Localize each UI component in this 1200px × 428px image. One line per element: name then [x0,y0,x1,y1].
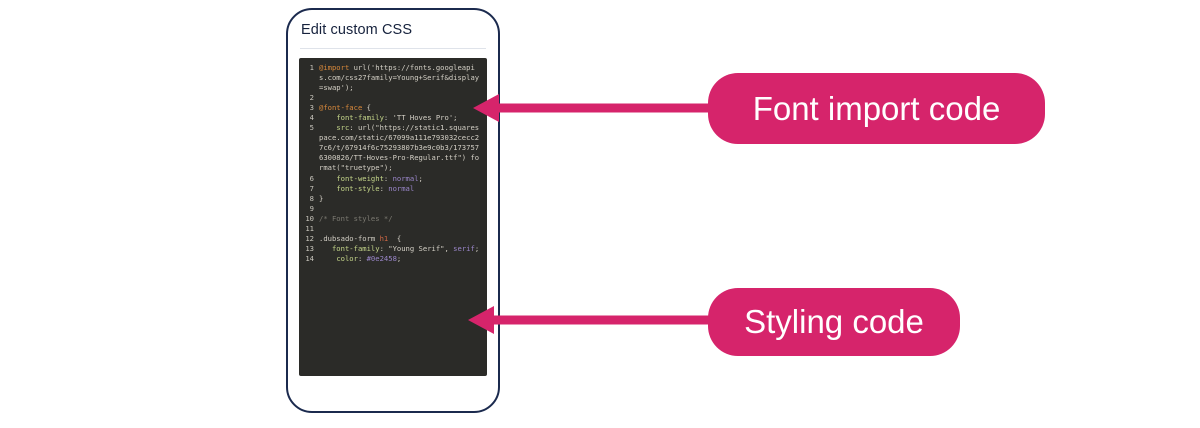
code-token-punct: ; [396,253,402,263]
callout-styling-code: Styling code [708,288,960,356]
callout-font-import-label: Font import code [752,89,1001,127]
code-token-elem: h1 [379,233,389,243]
code-line-text: color: #0e2458; [319,254,487,264]
code-line-text: @font-face { [319,103,487,113]
code-token-prop: font-family [319,243,380,253]
callout-styling-label: Styling code [744,303,924,340]
code-line-text: font-style: normal [319,184,487,194]
code-line: 6 font-weight: normal; [299,174,487,184]
code-line-number: 8 [309,193,314,203]
code-line-number: 9 [309,203,314,213]
code-line-number: 3 [309,103,314,113]
code-line-number: 1 [309,63,314,72]
code-line-text: /* Font styles */ [319,214,487,224]
code-line: 7 font-style: normal [299,184,487,194]
code-line: 11 [299,224,487,234]
code-token-value: normal [388,183,415,193]
code-line-text: @import url('https://fonts.googleapis.co… [319,63,487,93]
code-token-string: : 'TT Hoves Pro'; [383,113,458,123]
code-token-string: : url("https://static1.squarespace.com/s… [319,123,480,173]
arrow-styling-icon [468,306,713,334]
code-token-value: serif [453,243,475,253]
code-line: 3 @font-face { [299,103,487,113]
code-token-prop: src [319,123,350,133]
css-code-editor[interactable]: 1 @import url('https://fonts.googleapis.c… [299,58,487,376]
code-line-number: 13 [305,243,314,253]
code-token-prop: font-weight [319,173,384,183]
code-line: 13 font-family: "Young Serif", serif; [299,244,487,254]
code-line-number: 14 [305,253,314,263]
code-token-comment: /* Font styles */ [319,213,393,223]
arrow-font-import-icon [473,94,713,122]
code-token-punct: ; [474,243,480,253]
code-line-text: font-family: "Young Serif", serif; [319,244,487,254]
code-token-value: #0e2458 [366,253,397,263]
code-line-number: 7 [309,183,314,193]
phone-screen: Edit custom CSS 1 @import url('https://fo… [288,10,498,411]
code-line-number: 2 [309,93,314,103]
code-token-selector: .dubsado-form [319,233,380,243]
code-token-prop: font-family [319,113,384,123]
code-token-punct: } [319,193,324,203]
code-token-punct: { [388,233,402,243]
code-line-text: font-weight: normal; [319,174,487,184]
code-line: 1 @import url('https://fonts.googleapis.c… [299,63,487,93]
code-token-prop: color [319,253,358,263]
code-line-number: 5 [309,123,314,133]
code-token-punct: : [383,173,393,183]
code-token-punct: ; [418,173,423,183]
code-line-text: .dubsado-form h1 { [319,234,487,244]
code-line: 10 /* Font styles */ [299,214,487,224]
code-line-number: 11 [305,223,314,233]
code-line: 4 font-family: 'TT Hoves Pro'; [299,113,487,123]
phone-mockup-frame: Edit custom CSS 1 @import url('https://fo… [286,8,500,413]
code-line-number: 12 [305,233,314,243]
code-token-punct: { [362,103,371,113]
code-line-number: 10 [305,213,314,223]
title-divider [300,48,486,49]
code-line: 8} [299,194,487,204]
page-title: Edit custom CSS [301,22,413,38]
code-token-string: url('https://fonts.googleapis.com/css27f… [319,63,480,93]
code-line: 2 [299,93,487,103]
code-token-punct: : [379,183,389,193]
code-line: 14 color: #0e2458; [299,254,487,264]
code-token-punct: : [357,253,367,263]
code-token-prop: font-style [319,183,380,193]
code-line-number: 6 [309,173,314,183]
callout-font-import-code: Font import code [708,73,1045,144]
code-line: 5 src: url("https://static1.squarespace.… [299,123,487,173]
code-token-string: : "Young Serif", [379,243,454,253]
code-line-text: src: url("https://static1.squarespace.co… [319,123,487,173]
code-line: 9 [299,204,487,214]
code-token-atrule: @font-face [319,103,363,113]
code-line-text: } [319,194,487,204]
code-line: 12 .dubsado-form h1 { [299,234,487,244]
code-token-atrule: @import [319,63,350,72]
code-line-text: font-family: 'TT Hoves Pro'; [319,113,487,123]
code-line-number: 4 [309,113,314,123]
code-token-value: normal [392,173,419,183]
